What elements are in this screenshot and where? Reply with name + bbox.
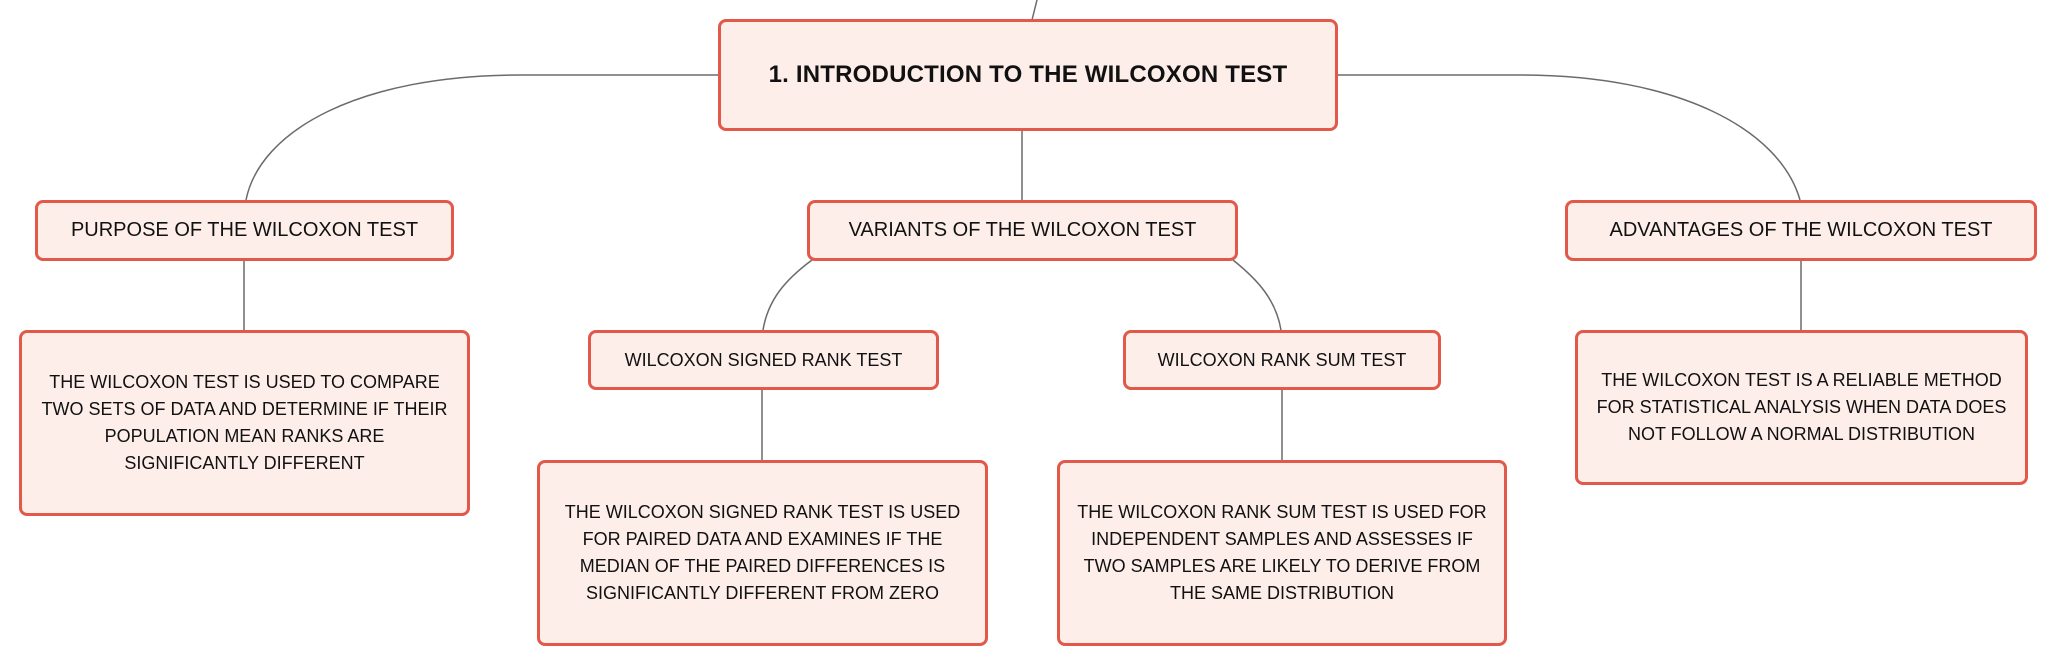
connector-root-to-purpose [245,74,720,201]
connector-root-to-advantages [1338,74,1801,201]
variants-topic-node[interactable]: VARIANTS OF THE WILCOXON TEST [807,200,1238,261]
rank-sum-topic-label: WILCOXON RANK SUM TEST [1157,349,1407,370]
signed-rank-detail-text: THE WILCOXON SIGNED RANK TEST IS USED FO… [564,502,961,603]
connector-parent-to-root [1031,0,1038,21]
rank-sum-detail-node[interactable]: THE WILCOXON RANK SUM TEST IS USED FOR I… [1057,460,1507,646]
purpose-detail-node[interactable]: THE WILCOXON TEST IS USED TO COMPARE TWO… [19,330,470,516]
advantages-topic-node[interactable]: ADVANTAGES OF THE WILCOXON TEST [1565,200,2037,261]
connector-variants-to-rank-sum [1232,259,1282,331]
purpose-topic-node[interactable]: PURPOSE OF THE WILCOXON TEST [35,200,454,261]
advantages-detail-text: THE WILCOXON TEST IS A RELIABLE METHOD F… [1596,370,2007,444]
advantages-topic-label: ADVANTAGES OF THE WILCOXON TEST [1609,219,1993,241]
advantages-detail-node[interactable]: THE WILCOXON TEST IS A RELIABLE METHOD F… [1575,330,2028,485]
purpose-detail-text: THE WILCOXON TEST IS USED TO COMPARE TWO… [41,372,448,473]
root-topic-title: 1. INTRODUCTION TO THE WILCOXON TEST [768,61,1288,88]
signed-rank-topic-label: WILCOXON SIGNED RANK TEST [624,349,903,370]
connector-variants-to-signed-rank [762,259,813,331]
rank-sum-topic-node[interactable]: WILCOXON RANK SUM TEST [1123,330,1441,390]
rank-sum-detail-text: THE WILCOXON RANK SUM TEST IS USED FOR I… [1077,502,1487,603]
purpose-topic-label: PURPOSE OF THE WILCOXON TEST [70,219,419,241]
root-topic-node[interactable]: 1. INTRODUCTION TO THE WILCOXON TEST [718,19,1338,131]
signed-rank-topic-node[interactable]: WILCOXON SIGNED RANK TEST [588,330,939,390]
variants-topic-label: VARIANTS OF THE WILCOXON TEST [848,219,1197,241]
signed-rank-detail-node[interactable]: THE WILCOXON SIGNED RANK TEST IS USED FO… [537,460,988,646]
